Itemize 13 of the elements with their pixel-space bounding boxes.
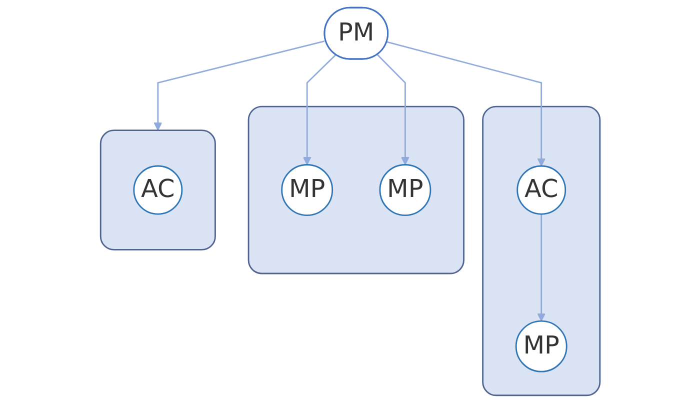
arrow (302, 54, 336, 166)
node-circle: MP (378, 164, 431, 216)
cluster (482, 106, 600, 396)
node-circle: AC (132, 165, 182, 215)
arrow (153, 40, 324, 131)
arrow (536, 214, 546, 322)
arrow (376, 54, 410, 166)
node-circle: MP (280, 164, 333, 216)
cluster (100, 130, 216, 250)
node-circle: AC (516, 165, 566, 215)
arrow (386, 41, 546, 166)
cluster (248, 106, 464, 274)
node-circle: MP (515, 320, 568, 372)
